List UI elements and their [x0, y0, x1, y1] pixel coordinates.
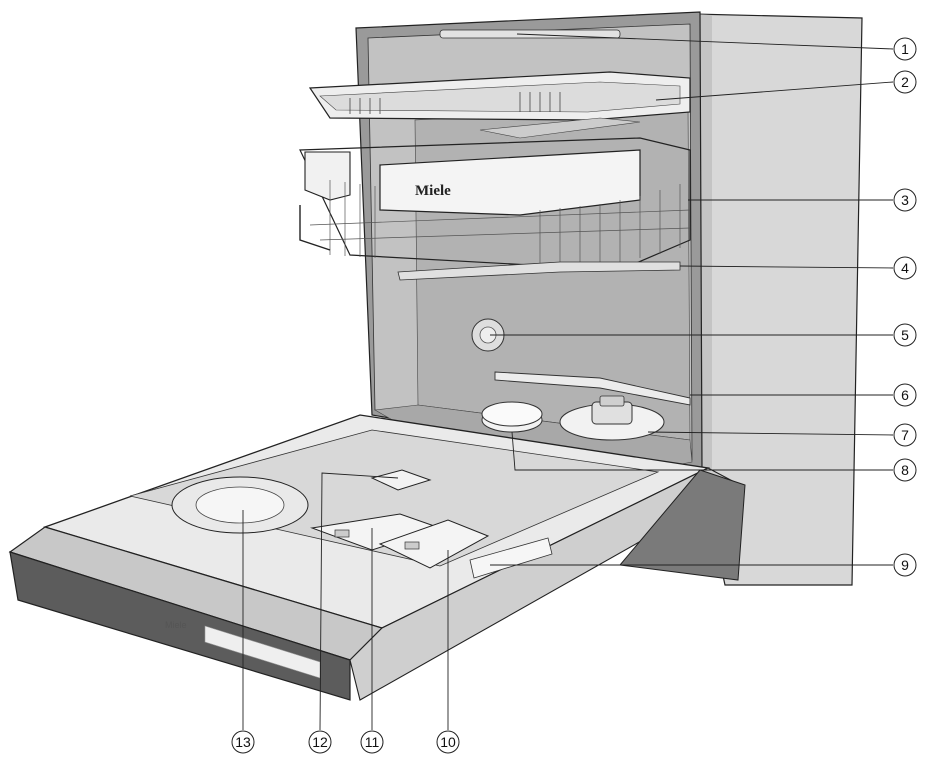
callout-3: 3 [893, 188, 917, 212]
callout-circle [308, 730, 332, 754]
cutlery-tray [308, 71, 691, 139]
drying-fan-unit [171, 476, 309, 534]
callout-circle [893, 553, 917, 577]
door-front-panel [9, 551, 351, 701]
callout-2: 2 [893, 70, 917, 94]
data-plate [469, 537, 553, 579]
callout-8: 8 [893, 458, 917, 482]
callout-1: 1 [893, 37, 917, 61]
callout-circle [436, 730, 460, 754]
callout-number: 7 [901, 427, 909, 443]
callout-leader-lines [242, 33, 894, 731]
door-hinge-area [619, 469, 746, 581]
callout-circle [231, 730, 255, 754]
callout-circle [893, 70, 917, 94]
callout-circle [893, 188, 917, 212]
door-inner-recess [129, 429, 660, 567]
callout-number: 11 [365, 734, 380, 750]
callout-11: 11 [360, 730, 384, 754]
callout-5: 5 [893, 323, 917, 347]
callout-6: 6 [893, 383, 917, 407]
basket-brand-logo: Miele [415, 183, 451, 199]
callout-circle [893, 423, 917, 447]
callout-number: 10 [440, 734, 456, 750]
leader-1 [516, 33, 894, 50]
callout-12: 12 [308, 730, 332, 754]
callout-9: 9 [893, 553, 917, 577]
upper-basket: Miele [299, 137, 691, 271]
filter-combination [559, 395, 665, 441]
middle-spray-arm [397, 261, 681, 281]
callout-number: 8 [901, 462, 909, 478]
callout-number: 13 [235, 734, 251, 750]
callout-number: 6 [901, 387, 909, 403]
leader-12 [319, 472, 399, 731]
leader-7 [647, 431, 894, 436]
door-side-strip [349, 467, 742, 701]
callout-4: 4 [893, 256, 917, 280]
callout-number: 1 [901, 41, 909, 57]
callout-10: 10 [436, 730, 460, 754]
salt-reservoir-cap [481, 401, 543, 433]
callout-number: 12 [312, 734, 328, 750]
callout-circle [893, 256, 917, 280]
lower-spray-arm [494, 371, 691, 406]
leader-8 [511, 431, 893, 471]
callout-number: 4 [901, 260, 909, 276]
air-vent [370, 469, 432, 491]
panel-brand-logo: Miele [165, 620, 187, 630]
callout-number: 9 [901, 557, 909, 573]
callout-7: 7 [893, 423, 917, 447]
callout-circle [893, 323, 917, 347]
leader-2 [655, 81, 894, 101]
callout-13: 13 [231, 730, 255, 754]
callout-number: 5 [901, 327, 909, 343]
callout-number: 2 [901, 74, 909, 90]
rinse-aid-dispenser [378, 519, 490, 569]
callout-circle [893, 37, 917, 61]
callout-circle [893, 383, 917, 407]
callout-circle [360, 730, 384, 754]
callout-number: 3 [901, 192, 909, 208]
callout-circle [893, 458, 917, 482]
leader-4 [679, 265, 894, 269]
